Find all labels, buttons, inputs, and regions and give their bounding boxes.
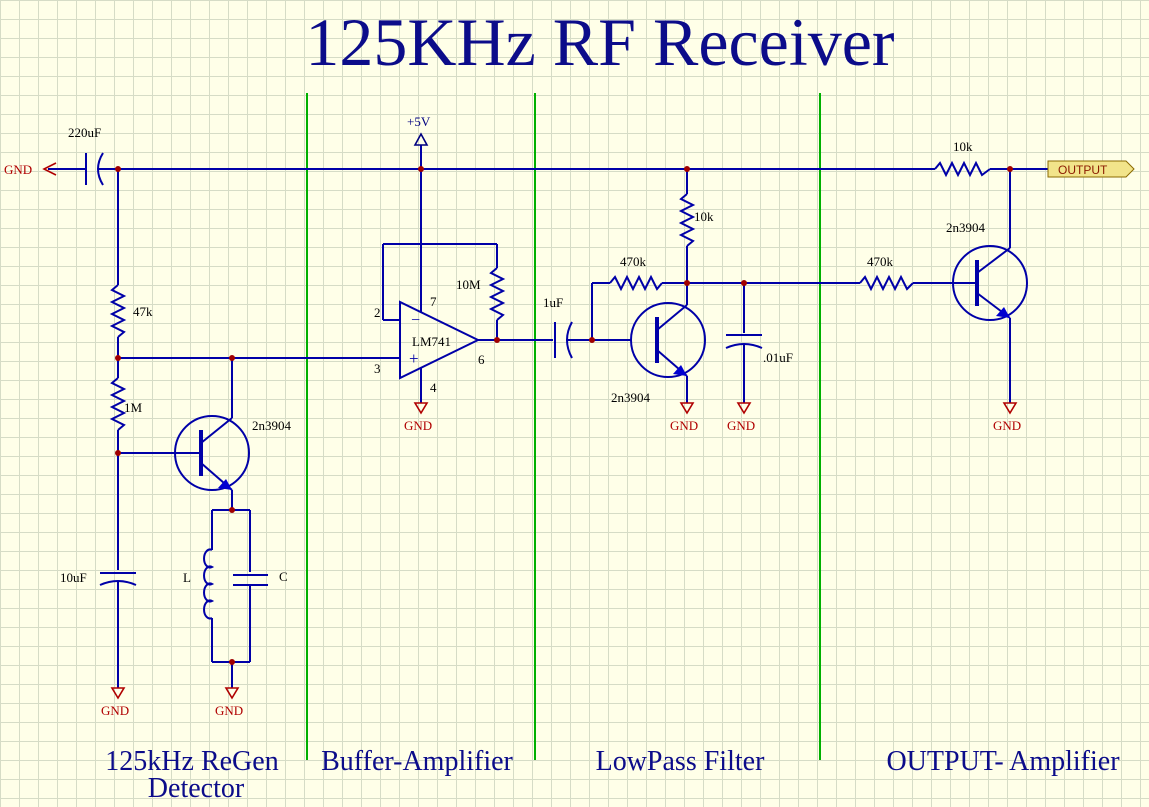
gnd-label-3: GND — [404, 418, 432, 433]
opamp-pin-7: 7 — [430, 294, 437, 309]
opamp-minus-sign: − — [411, 312, 420, 329]
transistor-q1: 2n3904 — [118, 358, 292, 510]
resistor-47k-label: 47k — [133, 304, 153, 319]
resistor-470k-2-label: 470k — [867, 254, 894, 269]
opamp-pin-3: 3 — [374, 361, 381, 376]
gnd-label-5: GND — [727, 418, 755, 433]
resistor-10k-2: 10k — [934, 139, 991, 178]
transistor-q1-label: 2n3904 — [252, 418, 292, 433]
resistor-10k-1: 10k — [678, 169, 714, 283]
resistor-1m: 1M — [109, 358, 143, 570]
opamp-pin-4: 4 — [430, 380, 437, 395]
capacitor-1uf: 1uF — [543, 295, 631, 359]
gnd-label-1: GND — [101, 703, 129, 718]
capacitor-220uf-label: 220uF — [68, 125, 101, 140]
gnd-label-6: GND — [993, 418, 1021, 433]
vcc-5v: +5V — [407, 114, 431, 146]
resistor-10k-2-label: 10k — [953, 139, 973, 154]
section-label-regen-line1: 125kHz ReGen — [105, 746, 278, 777]
opamp-plus-sign: + — [409, 349, 419, 368]
gnd-symbol-3: GND — [404, 402, 432, 433]
gnd-input-port: GND — [4, 162, 57, 177]
section-label-output-amp: OUTPUT- Amplifier — [886, 746, 1120, 777]
diagram-title: 125KHz RF Receiver — [305, 4, 895, 80]
inductor-label: L — [183, 570, 191, 585]
gnd-symbol-4: GND — [670, 402, 698, 433]
resistor-10k-1-label: 10k — [694, 209, 714, 224]
gnd-label-2: GND — [215, 703, 243, 718]
transistor-q3-label: 2n3904 — [946, 220, 986, 235]
resistor-1m-label: 1M — [124, 400, 143, 415]
resistor-470k-1-label: 470k — [620, 254, 647, 269]
capacitor-c-label: C — [279, 569, 288, 584]
section-label-lowpass: LowPass Filter — [596, 746, 765, 777]
capacitor-01uf: .01uF — [725, 283, 793, 403]
output-port: OUTPUT — [1047, 160, 1135, 178]
lc-tank: L C — [183, 509, 288, 688]
transistor-q3: 2n3904 — [946, 169, 1028, 403]
resistor-10m-label: 10M — [456, 277, 481, 292]
capacitor-10uf-label: 10uF — [60, 570, 87, 585]
junctions — [115, 166, 1013, 665]
gnd-symbol-2: GND — [215, 687, 243, 718]
resistor-10m: 10M — [456, 244, 506, 340]
resistor-47k: 47k — [109, 169, 153, 358]
capacitor-10uf: 10uF — [60, 570, 137, 688]
opamp-pin-6: 6 — [478, 352, 485, 367]
gnd-label-4: GND — [670, 418, 698, 433]
capacitor-1uf-label: 1uF — [543, 295, 563, 310]
resistor-470k-1: 470k — [591, 254, 860, 340]
opamp-label: LM741 — [412, 334, 451, 349]
transistor-q2: 2n3904 — [611, 283, 706, 405]
capacitor-220uf: 220uF — [68, 125, 104, 186]
gnd-symbol-5: GND — [727, 402, 755, 433]
opamp-lm741: − + LM741 2 3 7 4 6 — [374, 145, 553, 403]
capacitor-01uf-label: .01uF — [763, 350, 793, 365]
gnd-input-label: GND — [4, 162, 32, 177]
transistor-q2-label: 2n3904 — [611, 390, 651, 405]
gnd-symbol-6: GND — [993, 402, 1021, 433]
section-label-regen-line2: Detector — [148, 773, 245, 804]
section-label-buffer: Buffer-Amplifier — [321, 746, 513, 777]
gnd-symbol-1: GND — [101, 687, 129, 718]
opamp-pin-2: 2 — [374, 305, 381, 320]
resistor-470k-2: 470k — [859, 254, 977, 292]
output-port-label: OUTPUT — [1058, 163, 1108, 177]
vcc-5v-label: +5V — [407, 114, 431, 129]
